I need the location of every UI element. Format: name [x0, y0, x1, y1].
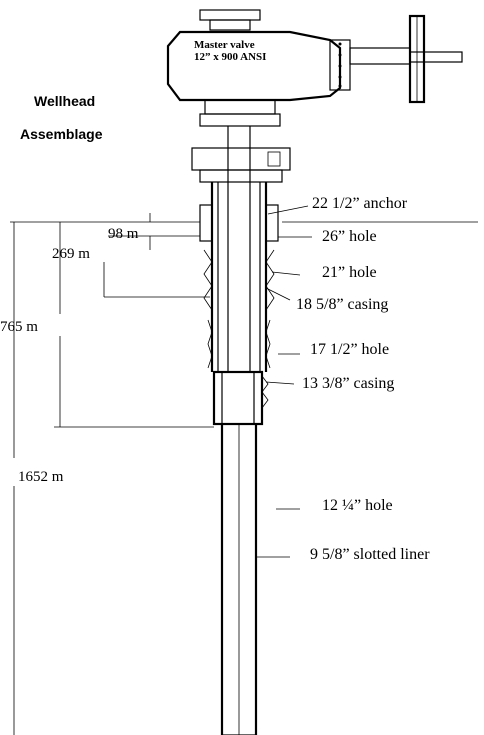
label-hole-17: 17 1/2” hole	[310, 341, 389, 358]
depth-markers	[10, 213, 478, 735]
label-hole-21: 21” hole	[322, 264, 377, 281]
wellhead-title-line1: Wellhead	[34, 93, 95, 109]
label-casing-13: 13 3/8” casing	[302, 375, 394, 392]
label-liner: 9 5/8” slotted liner	[310, 546, 430, 563]
depth-765: 765 m	[0, 319, 38, 335]
master-valve	[166, 9, 463, 127]
depth-1652: 1652 m	[18, 469, 64, 485]
slotted-liner	[220, 423, 258, 735]
label-casing-18: 18 5/8” casing	[296, 296, 388, 313]
leader-lines	[256, 205, 312, 558]
handwheel-icon	[408, 14, 426, 104]
outer-casing	[199, 126, 279, 372]
valve-label-line2: 12” x 900 ANSI	[194, 51, 266, 63]
label-anchor: 22 1/2” anchor	[312, 195, 408, 212]
label-hole-26: 26” hole	[322, 228, 377, 245]
depth-98: 98 m	[108, 226, 139, 242]
wellhead-title-line2: Assemblage	[20, 126, 103, 142]
depth-269: 269 m	[52, 246, 90, 262]
wellhead-spool	[191, 147, 291, 183]
casing-13-3-8	[212, 370, 269, 426]
valve-label-line1: Master valve	[194, 39, 255, 51]
label-hole-12: 12 ¼” hole	[322, 497, 393, 514]
